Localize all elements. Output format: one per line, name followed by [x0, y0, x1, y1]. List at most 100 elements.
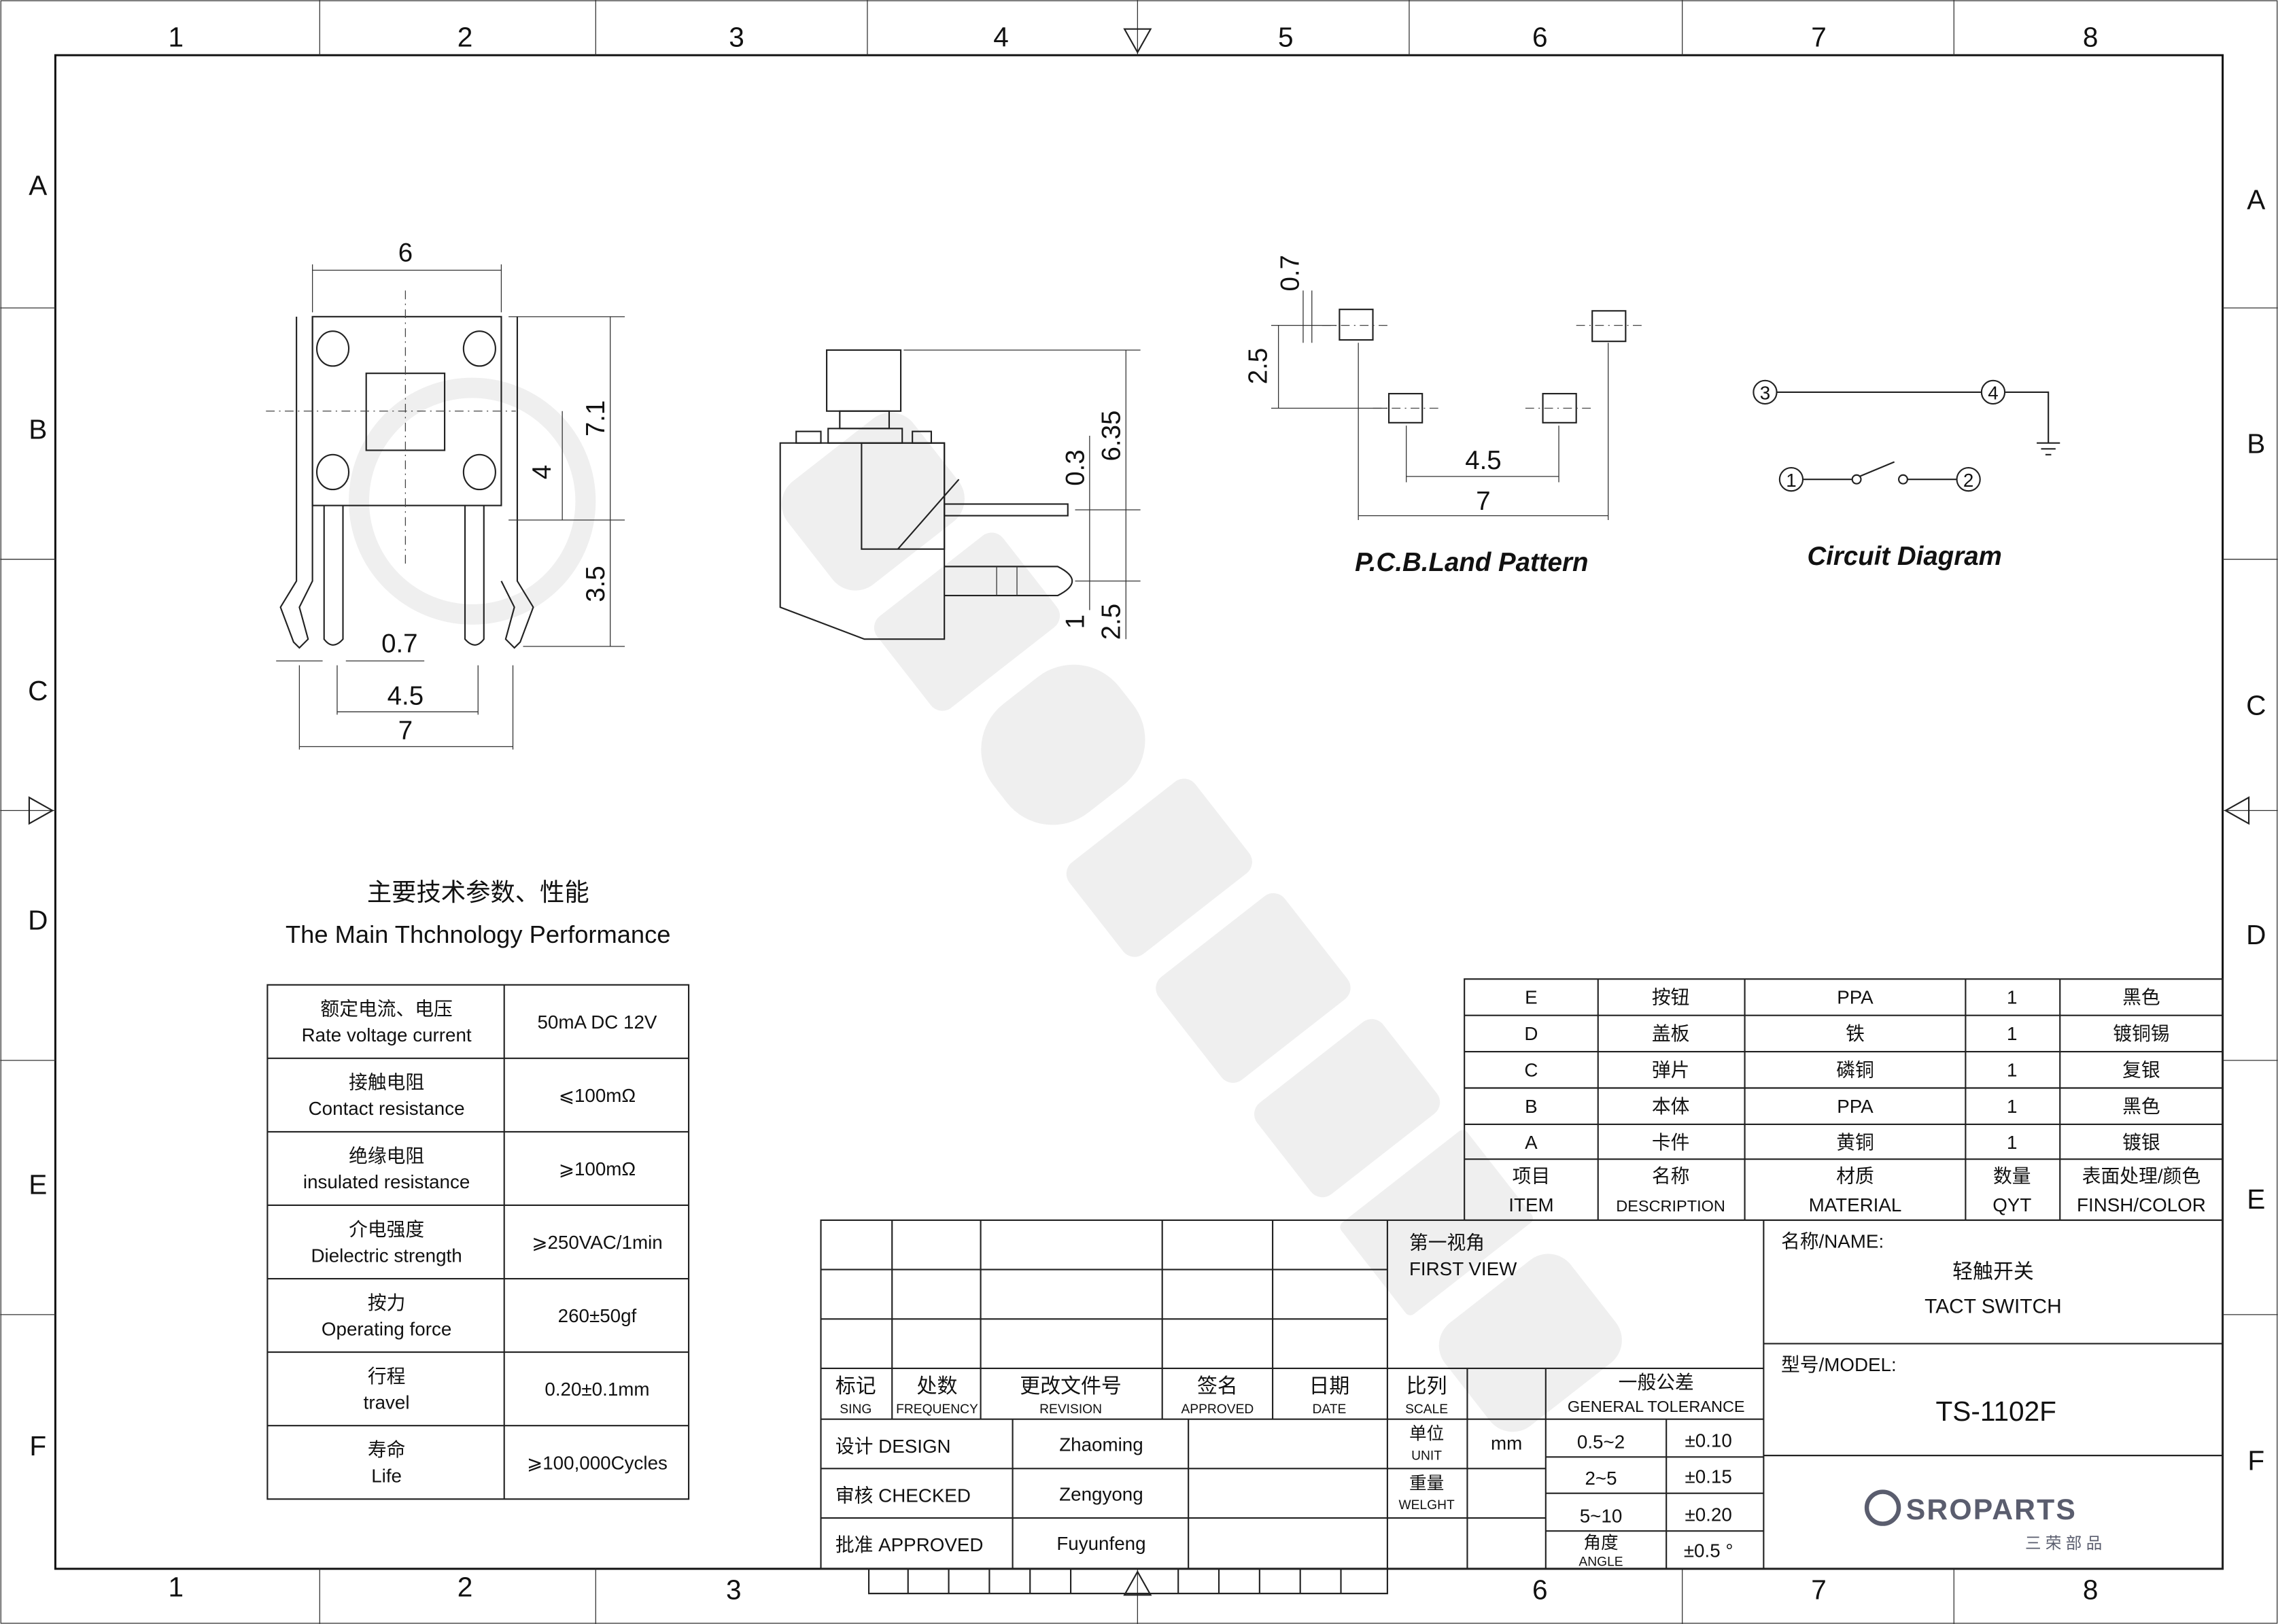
title-block-signers-1-name: Zengyong: [1059, 1483, 1143, 1504]
frame-zones-y-5: F: [2247, 1445, 2264, 1476]
frame-zones-y-4: E: [29, 1169, 47, 1200]
title-block-rev-header-2-cn: 更改文件号: [1020, 1375, 1122, 1398]
center-mark-left-icon: [28, 796, 54, 825]
title-block-signers-1-role: 审核 CHECKED: [835, 1485, 971, 1506]
center-mark-right-icon: [2224, 796, 2250, 825]
front-view: 6 7.1 4 3.5 0.7 4.5 7: [266, 239, 625, 750]
part-item: E: [1525, 987, 1538, 1008]
title-block-signers-0-role: 设计 DESIGN: [835, 1436, 951, 1457]
logo-text: SROPARTS: [1906, 1493, 2077, 1526]
front-view-dim-pitch: 4.5: [387, 681, 424, 710]
spec-label-en: Dielectric strength: [311, 1245, 462, 1266]
title-block-tolerances-2-tol: ±0.20: [1685, 1504, 1732, 1525]
watermark: [349, 377, 1622, 1432]
title-block-tolerances-0-range: 0.5~2: [1577, 1431, 1625, 1452]
spec-table: 主要技术参数、性能 The Main Thchnology Performanc…: [266, 878, 690, 1500]
spec-row: 寿命 Life ⩾100,000Cycles: [267, 1425, 689, 1487]
spec-value: ⩾100mΩ: [559, 1158, 636, 1179]
frame-zones-x-2: 3: [729, 21, 744, 52]
circuit-pins-0: 1: [1786, 470, 1796, 491]
side-view-dim-gap: 0.3: [1060, 449, 1090, 485]
frame-zones-y-4: E: [2247, 1184, 2265, 1215]
spec-value: ⩾100,000Cycles: [527, 1452, 668, 1473]
frame-zones-x-5: 6: [1532, 21, 1548, 52]
center-mark-bottom-icon: [1123, 1570, 1152, 1596]
front-view-dim-width: 6: [398, 239, 413, 268]
front-view-dim-pin-w: 0.7: [381, 629, 417, 658]
frame-zones-x-7: 8: [2083, 21, 2099, 52]
title-block-name-cn: 轻触开关: [1952, 1260, 2034, 1283]
circuit-pins-3: 4: [1988, 383, 1998, 404]
spec-label-en: travel: [364, 1392, 410, 1413]
part-item: C: [1524, 1059, 1538, 1080]
title-block-weight-en: WELGHT: [1398, 1498, 1454, 1513]
title-block-angle-cn: 角度: [1583, 1533, 1618, 1553]
frame-zones-y-0: A: [2247, 184, 2265, 215]
spec-value: ⩽100mΩ: [559, 1085, 636, 1106]
pcb-title: P.C.B.Land Pattern: [1355, 548, 1588, 577]
spec-label-en: Operating force: [322, 1318, 451, 1339]
side-view-dim-total: 6.35: [1097, 411, 1126, 462]
spec-label-cn: 按力: [368, 1292, 406, 1313]
title-block-unit-value: mm: [1491, 1433, 1522, 1454]
part-desc: 弹片: [1652, 1059, 1690, 1080]
frame-zones-x-1: 2: [458, 1571, 473, 1602]
spec-label-cn: 接触电阻: [349, 1072, 424, 1093]
part-qty: 1: [2007, 987, 2017, 1008]
spec-label-cn: 寿命: [368, 1439, 406, 1460]
spec-label-cn: 介电强度: [349, 1219, 424, 1240]
title-block-tolerances-2-range: 5~10: [1580, 1505, 1623, 1526]
title-block-tol-cn: 一般公差: [1619, 1372, 1694, 1393]
company-logo: SROPARTS 三荣部品: [1864, 1489, 2102, 1552]
title-block-rev-header-4-cn: 日期: [1309, 1375, 1350, 1398]
front-view-dim-pin-len: 3.5: [581, 566, 610, 602]
part-qty: 1: [2007, 1096, 2017, 1117]
side-view: 6.35 0.3 1 2.5: [779, 349, 1141, 640]
title-block-tolerances-1-tol: ±0.15: [1685, 1466, 1732, 1487]
part-qty: 1: [2007, 1059, 2017, 1080]
part-desc: 盖板: [1652, 1023, 1690, 1044]
title-block-name-label: 名称/NAME:: [1781, 1231, 1884, 1252]
part-item: B: [1525, 1096, 1538, 1117]
part-qty: 1: [2007, 1132, 2017, 1153]
part-item: A: [1525, 1132, 1538, 1153]
title-block-first-view-en: FIRST VIEW: [1409, 1258, 1517, 1279]
frame-zones-x-3: 4: [993, 21, 1009, 52]
title-block-tolerances-0-tol: ±0.10: [1685, 1430, 1732, 1451]
pcb-dim-pitch: 4.5: [1465, 446, 1501, 475]
side-view-dim-pin: 1: [1060, 615, 1090, 629]
logo-ring-icon: [1864, 1489, 1901, 1526]
model-number: TS-1102F: [1936, 1396, 2056, 1427]
frame-zones-x-6: 7: [1811, 1574, 1827, 1606]
part-material: 铁: [1846, 1023, 1865, 1044]
front-view-dim-center: 4: [528, 465, 557, 479]
title-block-tol-en: GENERAL TOLERANCE: [1568, 1398, 1745, 1415]
title-block-tolerances-1-range: 2~5: [1585, 1468, 1617, 1489]
parts-header-qty-en: QYT: [1992, 1194, 2031, 1215]
spec-label-cn: 行程: [368, 1366, 406, 1387]
frame-zones-y-1: B: [29, 413, 47, 445]
frame-zones-y-1: B: [2247, 428, 2265, 460]
title-block-rev-header-1-en: FREQUENCY: [896, 1402, 978, 1417]
spec-label-en: Life: [371, 1466, 402, 1487]
circuit-pins-2: 3: [1760, 383, 1770, 404]
frame-zones-x-0: 1: [168, 1571, 184, 1602]
title-block-angle-en: ANGLE: [1578, 1555, 1623, 1570]
spec-value: 260±50gf: [558, 1305, 637, 1326]
circuit-pins-1: 2: [1963, 470, 1973, 491]
part-finish: 镀银: [2122, 1132, 2160, 1153]
frame-zones-x-5: 6: [1532, 1574, 1548, 1606]
